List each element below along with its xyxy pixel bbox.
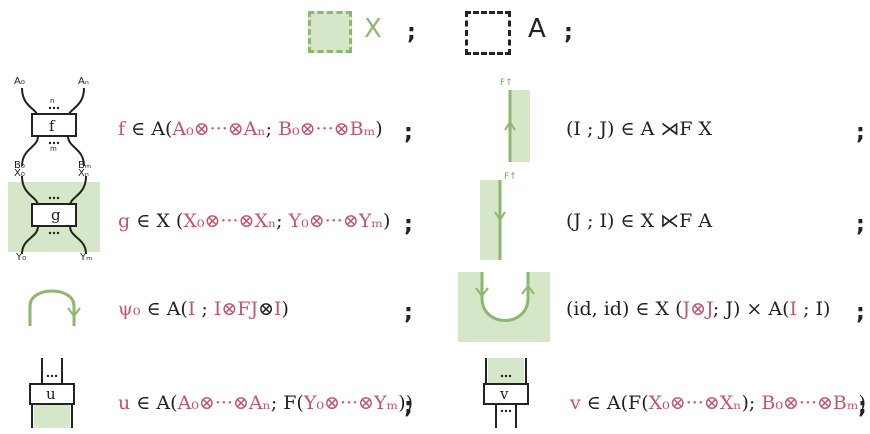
u-mem: ∈ [130,392,157,414]
legend-x-sep: ; [407,20,416,45]
psi-open: ( [180,298,188,320]
g-codomain: Y₀⊗···⊗Yₘ [288,210,383,232]
u-morphism-diagram [29,358,75,428]
psi-close: ) [281,298,289,320]
u-formula: u ∈ A(A₀⊗···⊗Aₙ; F(Y₀⊗···⊗Yₘ)) [118,392,413,414]
ji-sep: ; [856,212,865,237]
ij-wire-label: F↑ [500,78,513,88]
g-close: ) [382,210,391,232]
psi-mid: I⊗F [213,298,251,320]
g-wire-bot-right: Yₘ [80,252,93,263]
psi-cap-diagram [28,289,81,326]
cup-pre: (id, id) ∈ X ( [566,298,683,320]
v-semi: ); [741,392,762,414]
v-codomain: B₀⊗···⊗Bₘ [761,392,859,414]
cup-sep: ; [856,300,865,325]
ji-wire-diagram [480,180,506,260]
ij-sep: ; [856,120,865,145]
f-codomain: B₀⊗···⊗Bₘ [278,118,376,140]
u-name: u [118,392,131,414]
v-domain: X₀⊗···⊗Xₙ [648,392,742,414]
u-codomain: Y₀⊗···⊗Yₘ [303,392,399,414]
psi-i: I [274,298,282,320]
legend-a-swatch [465,11,511,55]
f-sep: ; [404,120,413,145]
f-wire-top-right: Aₙ [78,76,89,87]
f-close: ) [375,118,383,140]
ji-formula: (J ; I) ∈ X ⋉F A [566,210,713,232]
g-box-label: g [51,206,61,224]
v-open: (F( [620,392,649,414]
psi-cat: A [166,298,181,320]
u-box-label: u [46,385,56,403]
v-cat: A [606,392,621,414]
cup-c: I [815,298,824,320]
psi-semi: ; [195,298,214,320]
ji-wire-label: F↑ [504,172,517,182]
psi-mid2: ⊗ [258,298,274,320]
v-morphism-diagram [483,358,529,428]
cup-diagram [458,272,550,342]
g-wire-top-left: X₀ [14,168,25,179]
g-formula: g ∈ X (X₀⊗···⊗Xₙ; Y₀⊗···⊗Yₘ) [118,210,390,232]
f-open: ( [164,118,173,140]
g-semi: ; [276,210,289,232]
cup-mid2: ; [797,298,816,320]
f-formula: f ∈ A(A₀⊗···⊗Aₙ; B₀⊗···⊗Bₘ) [118,118,383,140]
g-morphism-diagram [8,175,100,255]
g-sep: ; [404,212,413,237]
psi-mem: ∈ [140,298,167,320]
f-mem: ∈ [125,118,152,140]
cup-mid: ; J) × A( [712,298,790,320]
u-domain: A₀⊗···⊗Aₙ [177,392,271,414]
v-formula: v ∈ A(F(X₀⊗···⊗Xₙ); B₀⊗···⊗Bₘ) [570,392,866,414]
v-close: ) [858,392,866,414]
f-dots-top: n [50,97,55,105]
legend-x-label: X [364,14,382,44]
f-domain: A₀⊗···⊗Aₙ [172,118,266,140]
u-open: ( [170,392,178,414]
u-semi: ; F( [270,392,304,414]
ij-wire-diagram [504,90,530,162]
u-close: )) [398,392,414,414]
f-box-label: f [49,117,55,135]
cup-b: I [789,298,798,320]
f-semi: ; [265,118,279,140]
legend-a-label: A [528,14,546,44]
v-box-label: v [500,385,509,403]
legend-a-sep: ; [564,20,573,45]
f-morphism-diagram [21,87,85,167]
u-cat: A [156,392,171,414]
v-name: v [570,392,581,414]
psi-formula: ψ₀ ∈ A(I ; I⊗FJ⊗I) [118,298,289,320]
g-wire-bot-left: Y₀ [16,252,27,263]
f-dots-bot: m [50,145,57,153]
f-wire-bot-right: Bₘ [78,160,92,171]
psi-sep: ; [404,300,413,325]
u-sep: ; [404,394,413,419]
f-wire-bot-left: B₀ [14,160,25,171]
cup-a: J⊗J [682,298,713,320]
f-cat: A [151,118,165,140]
f-name: f [118,118,126,140]
g-open: ( [169,210,184,232]
cup-close: ) [823,298,831,320]
psi-domain: I [187,298,196,320]
v-mem: ∈ [580,392,607,414]
psi-name: ψ₀ [118,298,141,320]
f-wire-top-left: A₀ [14,76,25,87]
v-sep: ; [858,394,867,419]
g-name: g [118,210,131,232]
g-domain: X₀⊗···⊗Xₙ [183,210,277,232]
g-mem: ∈ [130,210,157,232]
cup-formula: (id, id) ∈ X (J⊗J; J) × A(I ; I) [566,298,830,320]
g-wire-top-right: Xₙ [78,168,89,179]
psi-j: J [250,298,259,320]
ij-formula: (I ; J) ∈ A ⋊F X [566,118,713,140]
g-cat: X [156,210,170,232]
legend-x-swatch [308,11,352,53]
